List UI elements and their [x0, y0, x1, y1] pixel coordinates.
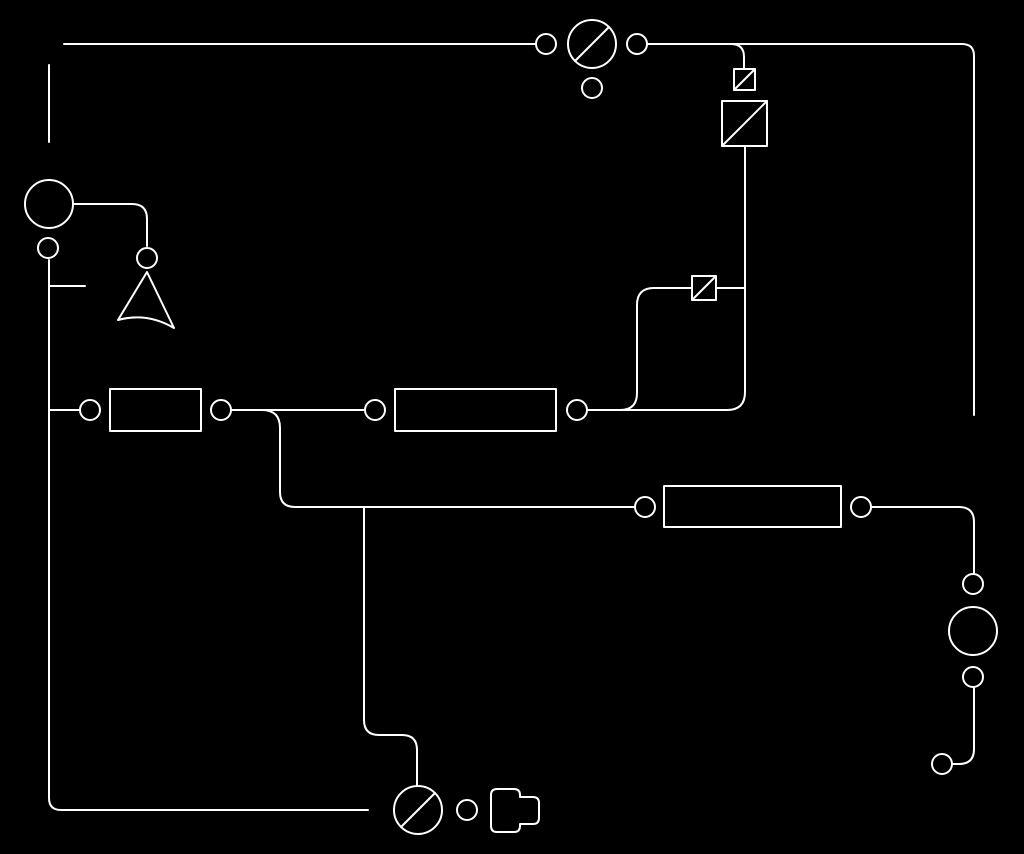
source-port-icon — [37, 237, 59, 259]
end-terminal-port-icon — [931, 753, 953, 775]
box2-outlet-line — [587, 145, 746, 411]
box1-inlet-port-icon — [79, 399, 101, 421]
box3-inlet-port-icon — [634, 496, 656, 518]
box2-outlet-port-icon — [566, 399, 588, 421]
outlet-cap-icon — [490, 788, 540, 833]
bottom-rotary-valve-icon — [393, 785, 443, 835]
right-lower-line — [952, 687, 975, 765]
bell-port-icon — [136, 247, 158, 269]
top-valve-left-port-icon — [535, 33, 557, 55]
box3-outlet-port-icon — [850, 496, 872, 518]
left-trunk-line — [48, 259, 369, 811]
component-box-3 — [663, 485, 842, 528]
bypass-line — [619, 287, 693, 411]
source-to-bell-line — [73, 203, 148, 247]
drop-to-bottom-valve-line — [363, 506, 418, 786]
large-valve-icon — [721, 100, 768, 147]
bypass-valve-icon — [691, 275, 717, 301]
box1-outlet-port-icon — [210, 399, 232, 421]
top-valve-right-port-icon — [626, 33, 648, 55]
component-box-2 — [394, 388, 557, 432]
right-tank-icon — [948, 606, 998, 656]
bell-nozzle-icon — [117, 271, 175, 329]
source-tank-icon — [24, 179, 74, 229]
right-lower-port-icon — [962, 666, 984, 688]
top-valve-bottom-port-icon — [581, 77, 603, 99]
box1-branch-line — [261, 409, 635, 508]
box2-inlet-port-icon — [364, 399, 386, 421]
component-box-1 — [109, 388, 202, 432]
small-valve-icon — [733, 68, 756, 91]
right-upper-port-icon — [962, 573, 984, 595]
bottom-valve-port-icon — [456, 799, 478, 821]
connector-lines — [48, 43, 975, 811]
valve-branch-line — [730, 43, 745, 69]
top-right-line — [647, 43, 975, 416]
box3-outlet-line — [871, 506, 975, 574]
top-rotary-valve-icon — [567, 19, 617, 69]
symbols — [24, 19, 998, 835]
